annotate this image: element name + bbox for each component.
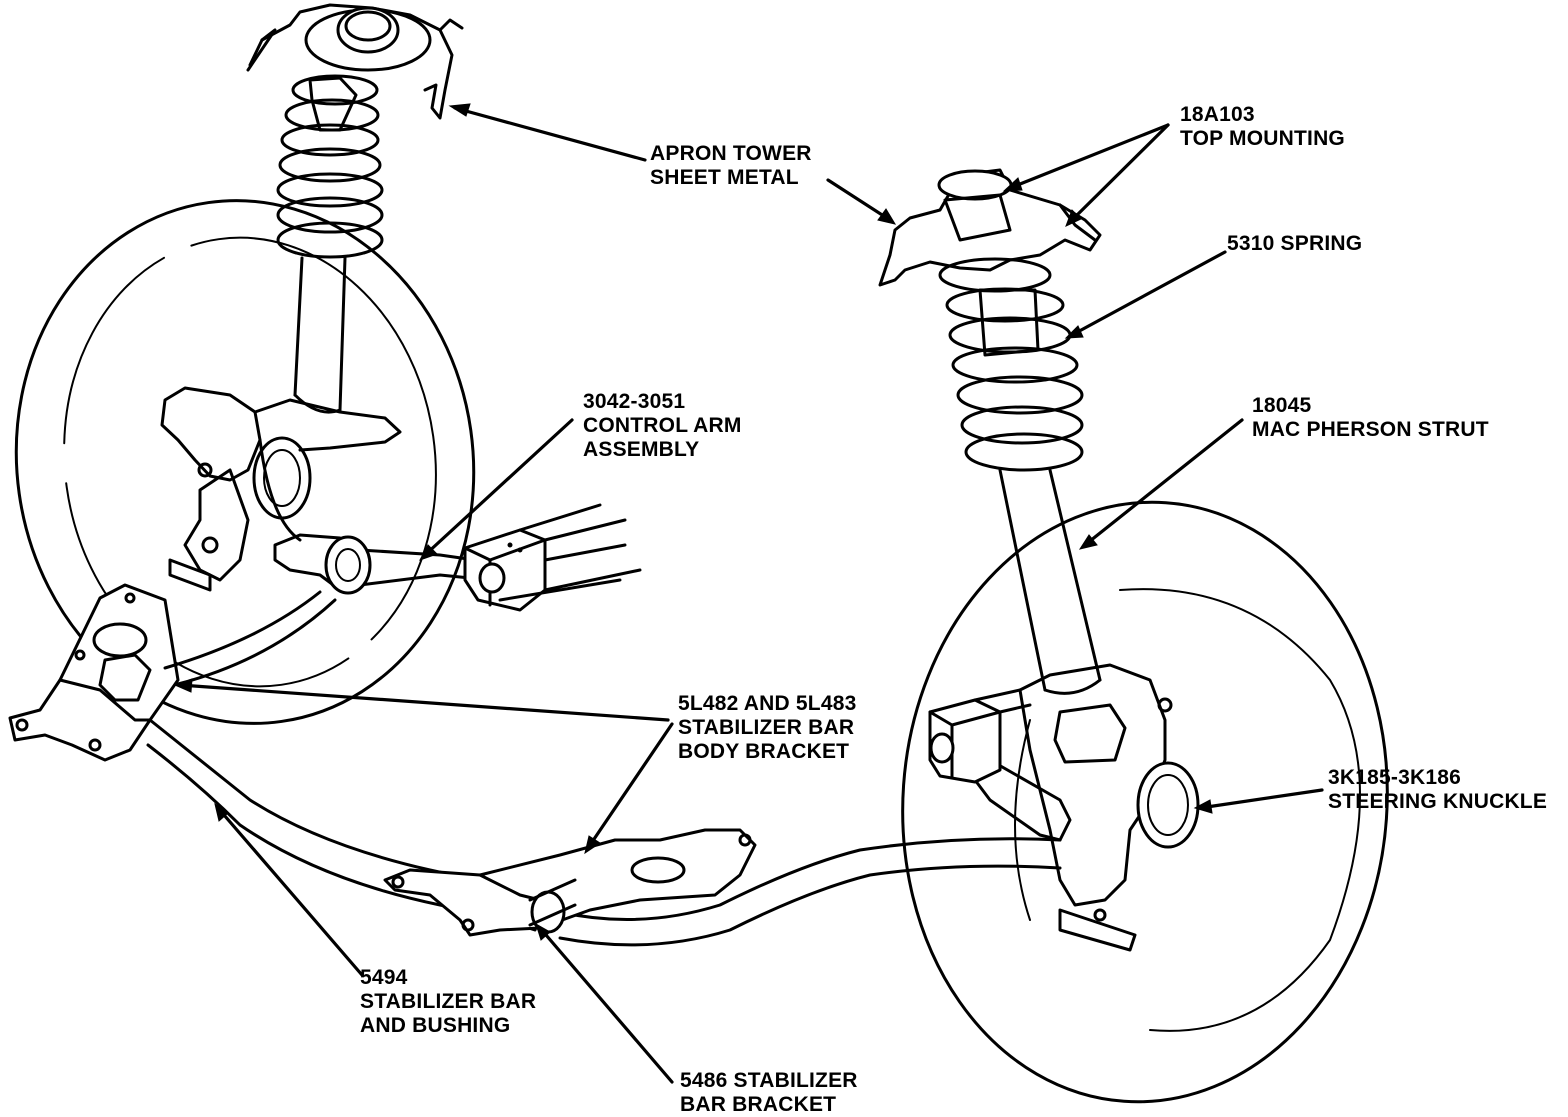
leader-body-bracket-b — [586, 722, 674, 850]
callout-bar-bracket: 5486 STABILIZER BAR BRACKET — [680, 1069, 858, 1117]
leader-control-arm — [423, 418, 574, 557]
control-arm-line1: 3042-3051 — [583, 390, 686, 413]
left-wheel — [14, 199, 476, 725]
callout-body-bracket: 5L482 AND 5L483 STABILIZER BAR BODY BRAC… — [678, 692, 856, 764]
apron-line1: APRON TOWER — [650, 142, 812, 165]
strut-line1: 18045 — [1252, 394, 1312, 417]
callout-top-mounting: 18A103 TOP MOUNTING — [1180, 103, 1345, 151]
knuckle-line2: STEERING KNUCKLE — [1328, 790, 1548, 813]
right-strut-assembly — [878, 168, 1200, 952]
control-arm-line2: CONTROL ARM — [583, 414, 742, 437]
apron-line2: SHEET METAL — [650, 166, 799, 189]
bar-bracket-line1: 5486 STABILIZER — [680, 1069, 858, 1092]
leader-bar-bracket — [538, 926, 674, 1084]
stab-bar-line3: AND BUSHING — [360, 1014, 511, 1037]
left-body-bracket — [8, 583, 180, 762]
top-mounting-line2: TOP MOUNTING — [1180, 127, 1345, 150]
body-bracket-line2: STABILIZER BAR — [678, 716, 855, 739]
leader-knuckle — [1198, 788, 1324, 810]
leader-lines — [173, 103, 1324, 1084]
leader-stab-bar — [216, 806, 364, 977]
knuckle-line1: 3K185-3K186 — [1328, 766, 1461, 789]
strut-line2: MAC PHERSON STRUT — [1252, 418, 1489, 441]
body-bracket-line1: 5L482 AND 5L483 — [678, 692, 857, 715]
leader-top-mounting-a — [1008, 123, 1170, 190]
leader-body-bracket-a — [178, 683, 670, 722]
callout-strut: 18045 MAC PHERSON STRUT — [1252, 394, 1489, 442]
stab-bar-line2: STABILIZER BAR — [360, 990, 537, 1013]
right-wheel — [901, 500, 1389, 1104]
spring-line1: 5310 SPRING — [1227, 232, 1363, 255]
callout-spring: 5310 SPRING — [1227, 232, 1362, 256]
callout-control-arm: 3042-3051 CONTROL ARM ASSEMBLY — [583, 390, 742, 462]
leader-apron-right — [826, 178, 892, 222]
leader-strut — [1083, 418, 1244, 547]
left-strut-assembly — [160, 3, 642, 612]
callout-apron-tower: APRON TOWER SHEET METAL — [650, 142, 812, 190]
stab-bar-line1: 5494 — [360, 966, 408, 989]
callout-stabilizer-bar: 5494 STABILIZER BAR AND BUSHING — [360, 966, 536, 1038]
center-bar-bracket — [383, 828, 757, 937]
leader-spring — [1070, 250, 1227, 337]
leader-top-mounting-b — [1068, 123, 1170, 224]
callout-steering-knuckle: 3K185-3K186 STEERING KNUCKLE — [1328, 766, 1547, 814]
top-mounting-line1: 18A103 — [1180, 103, 1255, 126]
body-bracket-line3: BODY BRACKET — [678, 740, 850, 763]
bar-bracket-line2: BAR BRACKET — [680, 1093, 837, 1116]
leader-apron-left — [453, 106, 647, 162]
control-arm-line3: ASSEMBLY — [583, 438, 700, 461]
